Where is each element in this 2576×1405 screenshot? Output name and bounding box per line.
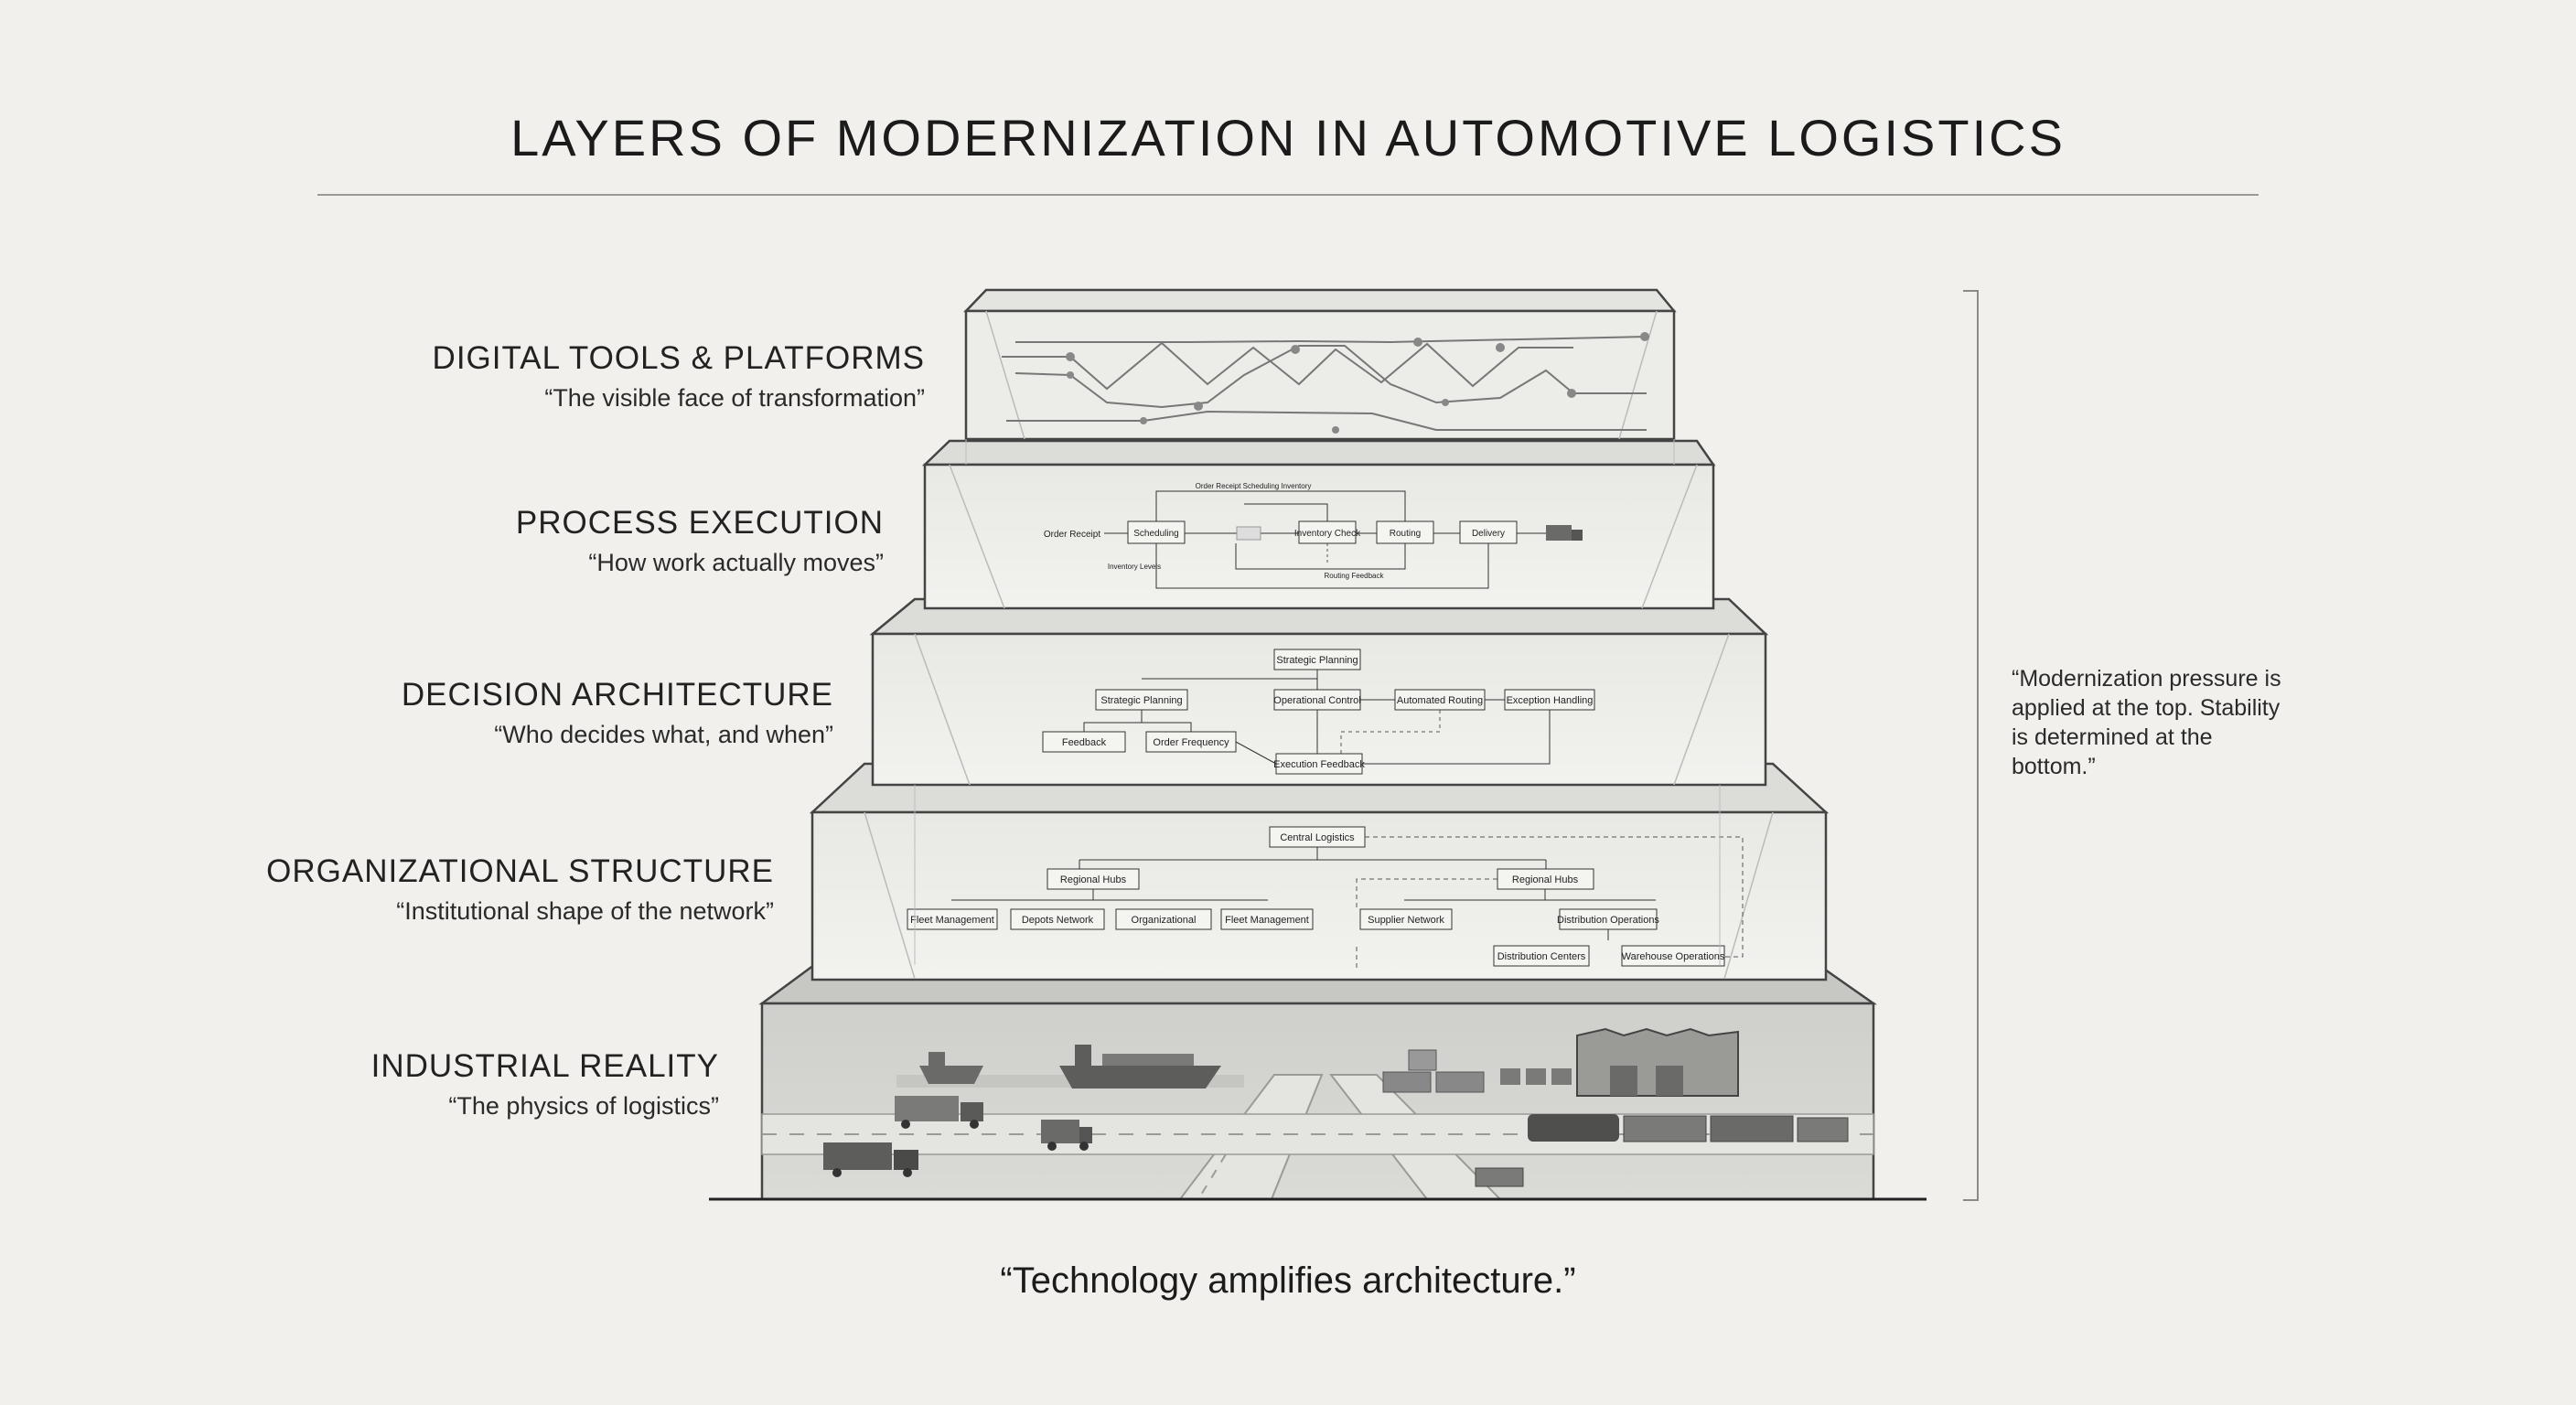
decision-node-feedback: Feedback xyxy=(1062,737,1107,748)
cargo-ship-icon xyxy=(919,1052,983,1084)
layer-label-digital: DIGITAL TOOLS & PLATFORMS “The visible f… xyxy=(433,340,925,413)
org-node-distribution-centers: Distribution Centers xyxy=(1497,951,1586,962)
org-node-distribution-ops: Distribution Operations xyxy=(1557,915,1659,926)
warehouse-icon xyxy=(1500,1027,1739,1097)
layer-name: INDUSTRIAL REALITY xyxy=(370,1048,719,1084)
pallet-icon xyxy=(1475,1167,1524,1187)
decision-node-order-frequency: Order Frequency xyxy=(1153,737,1229,748)
layer-name: ORGANIZATIONAL STRUCTURE xyxy=(266,853,774,889)
layer-name: DECISION ARCHITECTURE xyxy=(401,677,833,713)
decision-node-execution-feedback: Execution Feedback xyxy=(1273,759,1365,770)
page-title: LAYERS OF MODERNIZATION IN AUTOMOTIVE LO… xyxy=(510,109,2066,166)
footer-quote: “Technology amplifies architecture.” xyxy=(1000,1260,1576,1301)
process-node-routing: Routing xyxy=(1390,529,1421,539)
org-node-fleet-1: Fleet Management xyxy=(910,915,994,926)
process-note-top: Order Receipt Scheduling Inventory xyxy=(1196,482,1312,490)
container-ship-icon xyxy=(1059,1045,1221,1089)
org-node-depots: Depots Network xyxy=(1022,915,1094,926)
org-node-central: Central Logistics xyxy=(1280,832,1355,843)
layer-label-industrial: INDUSTRIAL REALITY “The physics of logis… xyxy=(371,1048,719,1121)
title-divider xyxy=(317,194,2259,196)
truck-icon xyxy=(1041,1120,1092,1151)
process-note-left: Inventory Levels xyxy=(1108,563,1161,571)
layer-name: DIGITAL TOOLS & PLATFORMS xyxy=(432,340,925,376)
decision-node-strategic-left: Strategic Planning xyxy=(1100,695,1182,706)
side-quote: “Modernization pressure is applied at th… xyxy=(2012,666,2281,779)
process-node-scheduling: Scheduling xyxy=(1133,529,1178,539)
layer-box-organization: Central Logistics Regional Hubs Regional… xyxy=(809,762,1830,981)
right-bracket xyxy=(1963,290,1979,1201)
layer-box-digital xyxy=(963,288,1677,465)
org-node-hub-right: Regional Hubs xyxy=(1512,874,1579,885)
layer-name: PROCESS EXECUTION xyxy=(515,505,884,541)
process-label-order-receipt: Order Receipt xyxy=(1044,530,1100,540)
decision-node-strategic-top: Strategic Planning xyxy=(1276,655,1358,666)
decision-node-exception: Exception Handling xyxy=(1507,695,1594,706)
layer-label-process: PROCESS EXECUTION “How work actually mov… xyxy=(516,505,884,577)
org-node-organizational: Organizational xyxy=(1132,915,1197,926)
layer-label-decision: DECISION ARCHITECTURE “Who decides what,… xyxy=(402,677,833,749)
decision-node-operational: Operational Control xyxy=(1273,695,1360,706)
truck-icon xyxy=(823,1142,918,1177)
org-node-warehouse-ops: Warehouse Operations xyxy=(1622,951,1725,962)
truck-icon xyxy=(895,1096,983,1129)
train-icon xyxy=(1528,1114,1849,1142)
org-node-hub-left: Regional Hubs xyxy=(1060,874,1127,885)
layer-box-process: Order Receipt Scheduling Inventory Check… xyxy=(921,439,1716,610)
layer-box-industrial xyxy=(758,963,1877,1201)
process-node-delivery: Delivery xyxy=(1472,529,1505,539)
layer-label-organization: ORGANIZATIONAL STRUCTURE “Institutional … xyxy=(266,853,774,926)
layer-quote: “Who decides what, and when” xyxy=(494,721,833,748)
layer-quote: “How work actually moves” xyxy=(588,549,884,576)
layer-quote: “The visible face of transformation” xyxy=(544,384,925,412)
decision-node-automated: Automated Routing xyxy=(1397,695,1483,706)
org-node-supplier: Supplier Network xyxy=(1368,915,1444,926)
process-node-inventory-check: Inventory Check xyxy=(1294,529,1361,539)
process-note-bottom: Routing Feedback xyxy=(1325,572,1385,580)
layer-quote: “Institutional shape of the network” xyxy=(396,897,774,925)
delivery-truck-icon xyxy=(1546,525,1583,541)
org-node-fleet-2: Fleet Management xyxy=(1225,915,1309,926)
layer-quote: “The physics of logistics” xyxy=(448,1092,719,1120)
container-stack-icon xyxy=(1382,1049,1485,1093)
